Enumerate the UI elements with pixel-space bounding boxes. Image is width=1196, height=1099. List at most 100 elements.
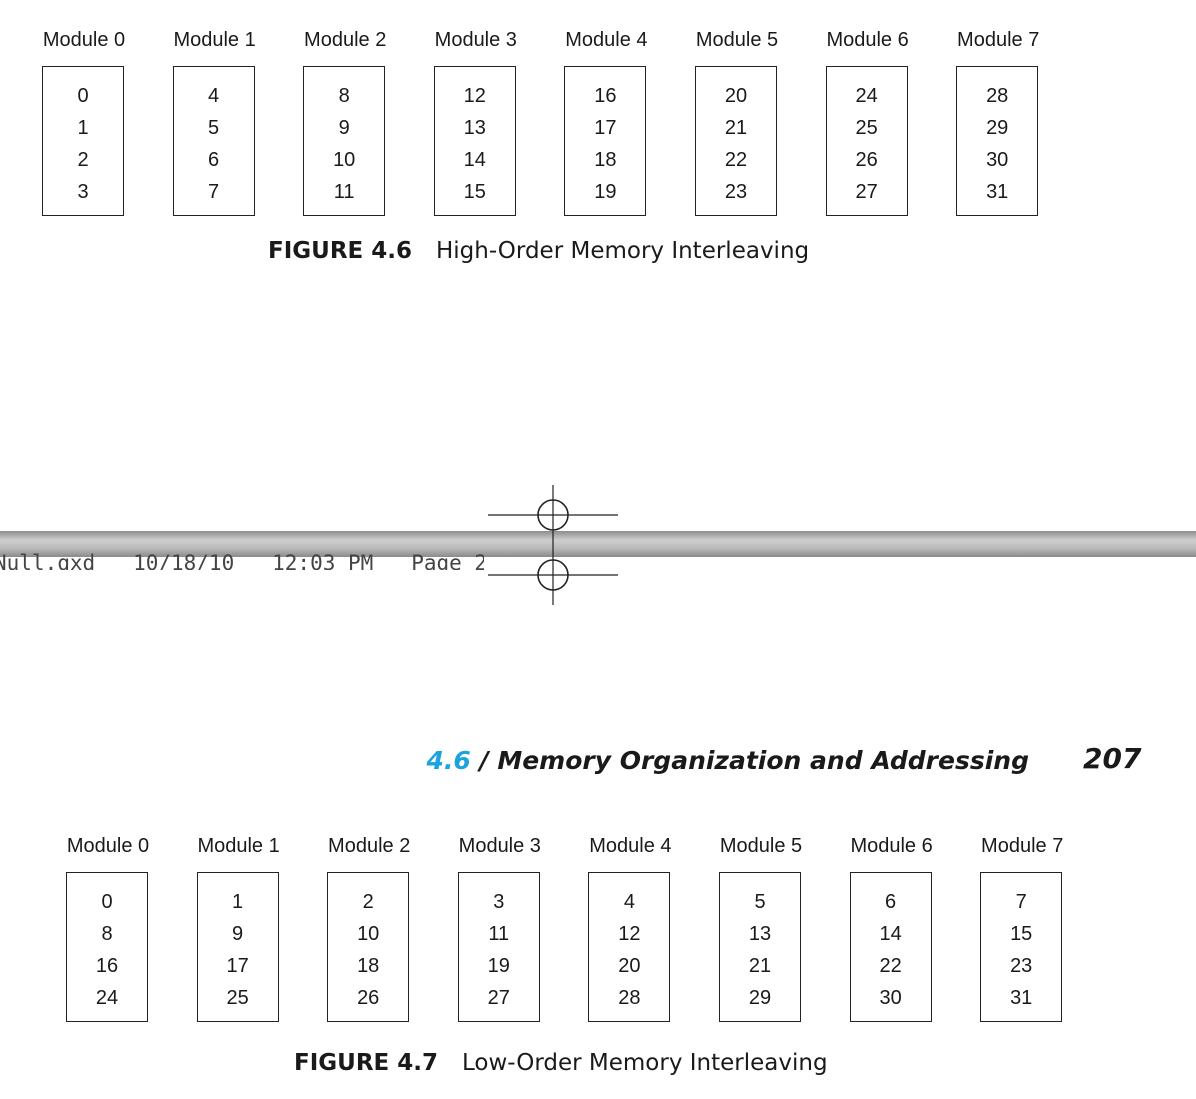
memory-address: 29 (748, 987, 772, 1009)
memory-address: 2 (362, 891, 374, 913)
memory-address: 9 (232, 923, 244, 945)
registration-mark-icon (488, 545, 618, 605)
module-box: 2 10 18 26 (327, 872, 410, 1022)
figure-number: FIGURE 4.6 (268, 238, 412, 264)
memory-address: 3 (77, 181, 89, 203)
module-label: Module 1 (197, 835, 280, 857)
memory-address: 19 (487, 955, 510, 977)
page-divider-bar (0, 531, 1196, 557)
module-label: Module 3 (458, 835, 541, 857)
memory-address: 21 (748, 955, 772, 977)
memory-address: 26 (855, 149, 878, 171)
memory-address: 19 (594, 181, 617, 203)
memory-address: 13 (463, 117, 486, 139)
section-title: Memory Organization and Addressing (497, 746, 1029, 775)
module-box: 3 11 19 27 (457, 872, 540, 1022)
memory-address: 1 (232, 891, 244, 913)
module-box: 8 9 10 11 (303, 66, 386, 216)
module-label: Module 0 (42, 29, 126, 51)
memory-address: 27 (487, 987, 510, 1009)
memory-address: 18 (357, 955, 380, 977)
module-label: Module 2 (304, 29, 387, 51)
memory-address: 28 (618, 987, 641, 1009)
module-box: 7 15 23 31 (980, 872, 1063, 1022)
memory-address: 8 (101, 923, 113, 945)
memory-address: 29 (986, 117, 1009, 139)
memory-address: 22 (879, 955, 902, 977)
memory-address: 9 (338, 117, 350, 139)
memory-address: 5 (754, 891, 766, 913)
section-number: 4.6 (426, 746, 471, 775)
memory-address: 18 (594, 149, 617, 171)
memory-address: 6 (208, 149, 220, 171)
memory-address: 23 (1010, 955, 1033, 977)
memory-address: 7 (1015, 891, 1027, 913)
memory-address: 10 (357, 923, 380, 945)
memory-address: 12 (463, 85, 486, 107)
separator: / (479, 746, 489, 775)
memory-address: 11 (333, 181, 355, 203)
module-label: Module 4 (589, 835, 672, 857)
memory-address: 10 (333, 149, 356, 171)
module-box: 4 12 20 28 (588, 872, 671, 1022)
print-slug-line: Null.qxd 10/18/10 12:03 PM Page 207 (0, 548, 484, 570)
memory-address: 3 (493, 891, 505, 913)
memory-address: 21 (724, 117, 748, 139)
module-box: 1 9 17 25 (196, 872, 279, 1022)
memory-address: 23 (724, 181, 748, 203)
module-label: Module 6 (850, 835, 933, 857)
memory-address: 15 (1010, 923, 1033, 945)
module-label: Module 1 (173, 29, 256, 51)
memory-address: 17 (226, 955, 249, 977)
memory-address: 6 (885, 891, 897, 913)
slug-text: Null.qxd 10/18/10 12:03 PM Page 207 (0, 551, 484, 570)
module-box: 5 13 21 29 (719, 872, 801, 1022)
memory-address: 28 (986, 85, 1009, 107)
module-label: Module 7 (957, 29, 1040, 51)
module-box: 20 21 22 23 (695, 66, 777, 216)
memory-address: 12 (618, 923, 641, 945)
memory-address: 27 (855, 181, 878, 203)
module-label: Module 4 (565, 29, 648, 51)
figure-title: Low-Order Memory Interleaving (462, 1050, 828, 1076)
memory-address: 1 (77, 117, 89, 139)
running-head: 4.6 / Memory Organization and Addressing (426, 744, 1029, 778)
memory-address: 25 (226, 987, 249, 1009)
figure-title: High-Order Memory Interleaving (436, 238, 810, 264)
module-label: Module 3 (434, 29, 517, 51)
memory-address: 31 (1010, 987, 1033, 1009)
memory-address: 24 (95, 987, 119, 1009)
page-number: 207 (1083, 742, 1142, 775)
figure-caption: FIGURE 4.7 Low-Order Memory Interleaving (294, 1048, 828, 1078)
memory-address: 24 (855, 85, 878, 107)
module-label: Module 0 (66, 835, 150, 857)
module-box: 28 29 30 31 (956, 66, 1039, 216)
memory-address: 20 (618, 955, 641, 977)
module-label: Module 6 (826, 29, 909, 51)
memory-address: 4 (623, 891, 635, 913)
memory-address: 13 (748, 923, 772, 945)
figure-caption: FIGURE 4.6 High-Order Memory Interleaving (268, 236, 809, 266)
memory-address: 31 (986, 181, 1009, 203)
memory-address: 30 (986, 149, 1009, 171)
memory-address: 26 (357, 987, 380, 1009)
memory-address: 14 (879, 923, 902, 945)
memory-address: 22 (724, 149, 748, 171)
memory-address: 0 (77, 85, 89, 107)
memory-address: 5 (208, 117, 220, 139)
memory-address: 11 (488, 923, 510, 945)
figure-number: FIGURE 4.7 (294, 1050, 438, 1076)
memory-address: 16 (95, 955, 119, 977)
memory-address: 15 (463, 181, 486, 203)
memory-address: 20 (724, 85, 748, 107)
memory-address: 8 (338, 85, 350, 107)
memory-address: 16 (594, 85, 617, 107)
module-label: Module 7 (981, 835, 1064, 857)
module-label: Module 5 (695, 29, 779, 51)
